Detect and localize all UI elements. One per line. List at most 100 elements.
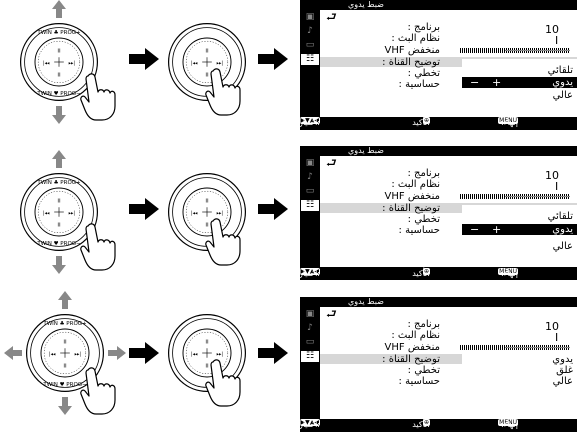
tuning-bar — [460, 345, 570, 350]
system-value: I — [555, 34, 559, 47]
arrow-down-icon — [52, 256, 66, 274]
label-skip[interactable]: تخطي : — [407, 68, 440, 79]
menu-panel: ⮐ برنامج : نظام البث : منخفض VHF توضيح ا… — [320, 10, 577, 117]
label-channel-fine[interactable]: توضيح القناة : — [382, 203, 440, 214]
program-value: 10 — [545, 320, 559, 333]
fine-tune-dropdown[interactable]: تلقائي − + يدوي عالي — [462, 205, 577, 260]
menu-sidebar: ▣ ♪ ▭ ☷ — [300, 156, 320, 266]
menu-title: ضبط يدوي — [348, 297, 384, 306]
values-column: يدوي غلق عالي — [462, 354, 577, 394]
label-channel-fine[interactable]: توضيح القناة : — [382, 354, 440, 365]
label-skip[interactable]: تخطي : — [407, 214, 440, 225]
setup-icon[interactable]: ☷ — [301, 54, 319, 65]
pad-label-top: TWIN ♣ PROG+ — [36, 30, 81, 36]
minus-icon[interactable]: − — [470, 76, 480, 89]
hand-press-icon — [205, 68, 241, 116]
value-skip: غلق — [556, 365, 573, 376]
next-step-arrow-icon — [258, 198, 288, 220]
hand-press-icon — [80, 223, 116, 271]
label-vhf: منخفض VHF — [384, 45, 440, 56]
hand-press-icon — [205, 359, 241, 407]
arrow-up-icon — [58, 291, 72, 309]
menu-title: ضبط يدوي — [348, 0, 384, 9]
label-system: نظام البث : — [391, 330, 440, 341]
next-step-arrow-icon — [129, 48, 159, 70]
menu-footer: MENU إنهاء: ⊕ :تأكيد ◀▲▼▶ :اختيار — [300, 419, 577, 430]
menu-footer: MENU إنهاء: ⊕ :تأكيد ◀▲▼▶ :اختيار — [300, 268, 577, 279]
menu-highlight — [320, 57, 577, 67]
svg-text:TWIN ♣ PROG+: TWIN ♣ PROG+ — [36, 180, 81, 186]
tv-menu-screen: ضبط يدوي ▣ ♪ ▭ ☷ ⮐ برنامج : نظام البث : … — [300, 146, 577, 280]
arrow-left-icon — [4, 346, 22, 360]
pad-label-bottom: TWIN ♥ PROG− — [36, 91, 81, 97]
remote-pad-with-arrows: TWIN ♣ PROG+ TWIN ♥ PROG− — [20, 150, 99, 274]
setup-icon[interactable]: ☷ — [301, 200, 319, 211]
label-program: برنامج : — [407, 22, 441, 33]
return-icon[interactable]: ⮐ — [326, 307, 337, 321]
arrow-up-icon — [52, 0, 66, 18]
value-sensitivity: عالي — [552, 376, 573, 387]
hand-press-icon — [205, 218, 241, 266]
menu-sidebar: ▣ ♪ ▭ ☷ — [300, 10, 320, 116]
menu-footer: MENU إنهاء: ⊕ :تأكيد ◀▲▼▶ :اختيار — [300, 117, 577, 128]
sound-icon[interactable]: ♪ — [307, 323, 313, 333]
plus-icon[interactable]: + — [492, 76, 502, 89]
label-system: نظام البث : — [391, 179, 440, 190]
tv-menu-screen: ضبط يدوي ▣ ♪ ▭ ☷ ⮐ برنامج : نظام البث : … — [300, 0, 577, 130]
plus-icon[interactable]: + — [492, 223, 502, 236]
option-manual-selected[interactable]: − + يدوي — [462, 77, 577, 88]
next-step-arrow-icon — [129, 198, 159, 220]
sound-icon[interactable]: ♪ — [307, 172, 313, 182]
next-step-arrow-icon — [258, 342, 288, 364]
return-icon[interactable]: ⮐ — [326, 10, 337, 24]
step-3: TWIN ♣ PROG+ TWIN ♥ PROG− ضبط يدوي ▣ ♪ ▭… — [0, 289, 577, 434]
label-program: برنامج : — [407, 168, 441, 179]
svg-text:TWIN ♥ PROG−: TWIN ♥ PROG− — [42, 382, 87, 388]
tuning-bar — [460, 194, 570, 199]
input-icon[interactable]: ▭ — [305, 337, 315, 347]
label-channel-fine[interactable]: توضيح القناة : — [382, 57, 440, 68]
label-sensitivity[interactable]: حساسية : — [398, 225, 440, 236]
system-value: I — [555, 331, 559, 344]
label-vhf: منخفض VHF — [384, 342, 440, 353]
tv-menu-screen: ضبط يدوي ▣ ♪ ▭ ☷ ⮐ برنامج : نظام البث : … — [300, 297, 577, 432]
arrow-right-icon — [108, 346, 126, 360]
label-program: برنامج : — [407, 319, 441, 330]
sound-icon[interactable]: ♪ — [307, 26, 313, 36]
next-step-arrow-icon — [129, 342, 159, 364]
svg-text:TWIN ♣ PROG+: TWIN ♣ PROG+ — [42, 321, 87, 327]
arrow-up-icon — [52, 150, 66, 168]
setup-icon[interactable]: ☷ — [301, 351, 319, 362]
option-high[interactable]: عالي — [552, 90, 573, 101]
value-fine-tune: يدوي — [552, 354, 573, 365]
picture-icon[interactable]: ▣ — [305, 12, 315, 22]
menu-panel: ⮐ برنامج : نظام البث : منخفض VHF توضيح ا… — [320, 307, 577, 419]
label-vhf: منخفض VHF — [384, 191, 440, 202]
step-2: TWIN ♣ PROG+ TWIN ♥ PROG− ضبط يدوي ▣ ♪ ▭… — [0, 145, 577, 290]
menu-title: ضبط يدوي — [348, 146, 384, 155]
menu-highlight — [320, 203, 577, 213]
fine-tune-dropdown[interactable]: تلقائي − + يدوي عالي — [462, 59, 577, 104]
menu-panel: ⮐ برنامج : نظام البث : منخفض VHF توضيح ا… — [320, 156, 577, 267]
option-high[interactable]: عالي — [552, 241, 573, 252]
option-auto[interactable]: تلقائي — [547, 65, 573, 76]
hand-press-icon — [80, 73, 116, 121]
input-icon[interactable]: ▭ — [305, 40, 315, 50]
option-auto[interactable]: تلقائي — [547, 211, 573, 222]
picture-icon[interactable]: ▣ — [305, 158, 315, 168]
next-step-arrow-icon — [258, 48, 288, 70]
label-skip[interactable]: تخطي : — [407, 365, 440, 376]
return-icon[interactable]: ⮐ — [326, 156, 337, 170]
minus-icon[interactable]: − — [470, 223, 480, 236]
program-value: 10 — [545, 23, 559, 36]
svg-text:TWIN ♥ PROG−: TWIN ♥ PROG− — [36, 241, 81, 247]
label-sensitivity[interactable]: حساسية : — [398, 79, 440, 90]
label-sensitivity[interactable]: حساسية : — [398, 376, 440, 387]
step-1: TWIN ♣ PROG+ TWIN ♥ PROG− ضبط يدوي ▣ ♪ ▭… — [0, 0, 577, 145]
menu-sidebar: ▣ ♪ ▭ ☷ — [300, 307, 320, 418]
input-icon[interactable]: ▭ — [305, 186, 315, 196]
system-value: I — [555, 180, 559, 193]
arrow-down-icon — [58, 397, 72, 415]
picture-icon[interactable]: ▣ — [305, 309, 315, 319]
option-manual-selected[interactable]: − + يدوي — [462, 224, 577, 235]
